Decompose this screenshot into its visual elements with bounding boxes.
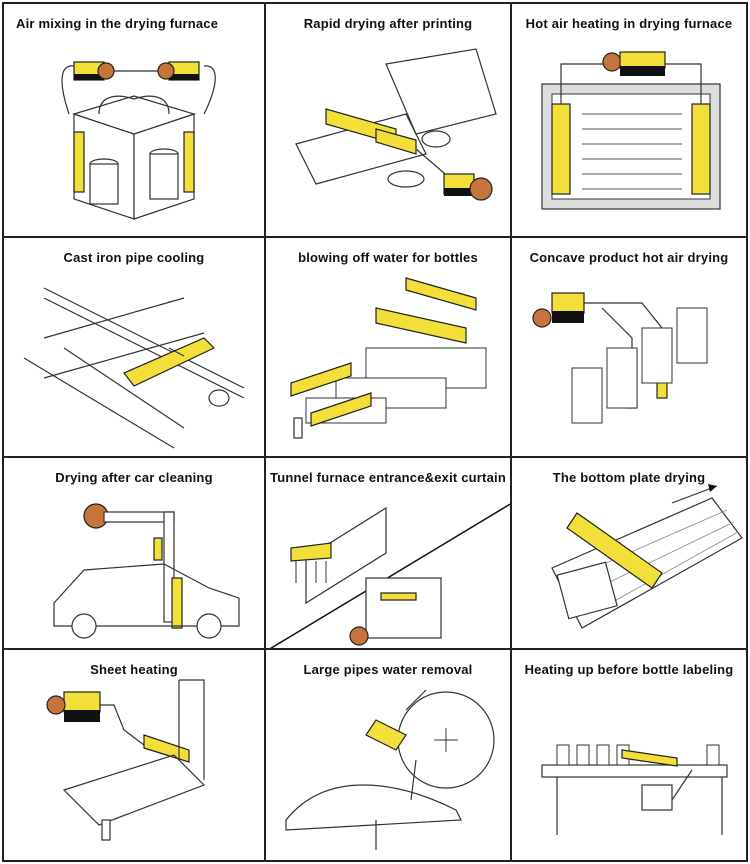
tunnel-furnace-illustration [269,503,510,648]
printing-drying-illustration [295,48,497,201]
panel-car-cleaning: Drying after car cleaning [2,456,266,650]
panel-bottom-plate: The bottom plate drying [510,456,748,650]
hot-air-furnace-illustration [541,51,721,210]
panel-caption: Tunnel furnace entrance&exit curtain [270,470,506,485]
panel-caption: Air mixing in the drying furnace [16,16,219,31]
panel-bottle-labeling: Heating up before bottle labeling [510,648,748,862]
panel-caption: Heating up before bottle labeling [524,662,734,677]
panel-caption: Large pipes water removal [303,662,473,677]
panel-tunnel-furnace: Tunnel furnace entrance&exit curtain [264,456,512,650]
panel-caption: Hot air heating in drying furnace [525,16,733,31]
bottom-plate-illustration [551,484,743,629]
panel-concave-product: Concave product hot air drying [510,236,748,458]
panel-air-mixing: Air mixing in the drying furnace [2,2,266,238]
large-pipes-illustration [285,689,495,850]
panel-caption: Rapid drying after printing [303,16,473,31]
panel-cast-iron-pipe: Cast iron pipe cooling [2,236,266,458]
panel-caption: Concave product hot air drying [529,250,729,265]
panel-hot-air-furnace: Hot air heating in drying furnace [510,2,748,238]
panel-caption: Sheet heating [90,662,178,677]
air-mixing-illustration [61,61,216,220]
concave-drying-illustration [532,292,708,424]
panel-rapid-drying-printing: Rapid drying after printing [264,2,512,238]
panel-caption: blowing off water for bottles [298,250,478,265]
bottle-blowing-illustration [290,277,487,439]
car-drying-illustration [53,503,240,639]
panel-caption: The bottom plate drying [552,470,706,485]
panel-large-pipes: Large pipes water removal [264,648,512,862]
sheet-heating-illustration [46,679,206,841]
panel-caption: Cast iron pipe cooling [63,250,205,265]
panel-sheet-heating: Sheet heating [2,648,266,862]
panel-bottle-blowing: blowing off water for bottles [264,236,512,458]
panel-caption: Drying after car cleaning [55,470,213,485]
pipe-cooling-illustration [23,287,245,449]
bottle-labeling-illustration [541,744,728,835]
